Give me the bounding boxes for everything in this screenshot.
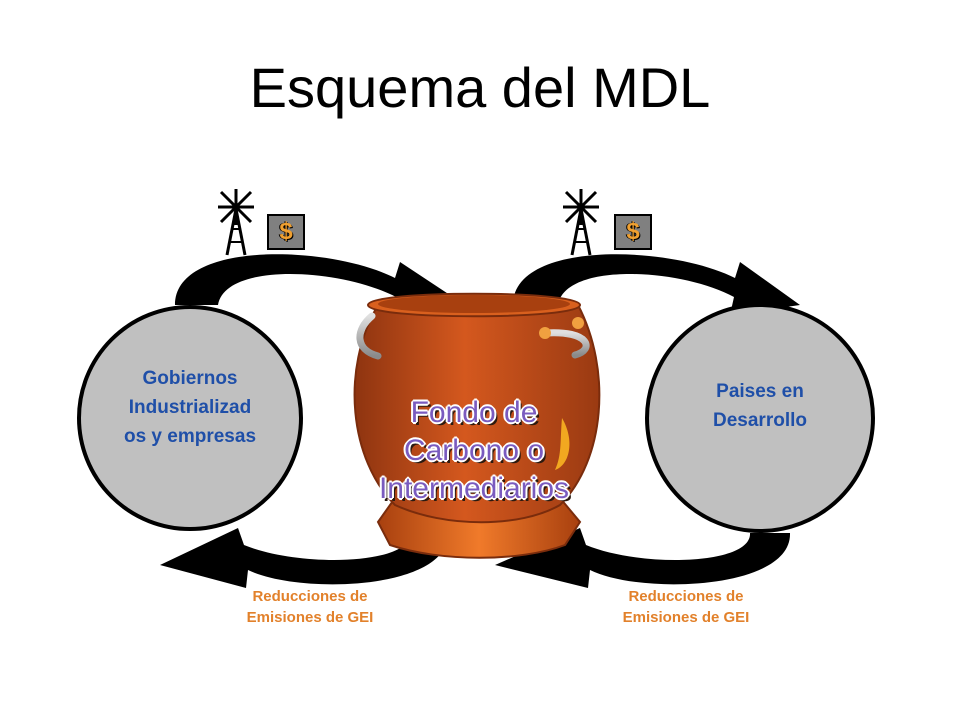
developing-label-line: Paises en [716, 381, 804, 402]
fund-label-line: Fondo de [410, 396, 538, 429]
page-title: Esquema del MDL [249, 56, 711, 119]
industrialized-circle [77, 305, 303, 531]
industrialized-label-line: Industrializad [128, 397, 252, 418]
industrialized-label: Gobiernos Industrializad os y empresas [95, 364, 285, 451]
reductions-label-line: Reducciones de [628, 588, 744, 605]
reductions-label-line: Emisiones de GEI [622, 609, 750, 626]
industrialized-label-line: Gobiernos [142, 368, 238, 389]
cycle-arrow-icon [160, 254, 465, 588]
reductions-label-left: Reducciones de Emisiones de GEI [220, 586, 400, 628]
developing-circle [645, 303, 875, 533]
pot-icon [353, 292, 601, 559]
dollar-icon: $ [267, 214, 305, 250]
windmill-icon [218, 189, 254, 256]
dollar-symbol: $ [626, 218, 640, 245]
reductions-label-line: Reducciones de [252, 588, 368, 605]
fund-label-line: Carbono o [403, 434, 545, 467]
fund-label-line: Intermediarios [378, 472, 570, 505]
dollar-icon: $ [614, 214, 652, 250]
industrialized-label-line: os y empresas [123, 426, 257, 447]
cycle-arrow-icon [495, 254, 800, 588]
reductions-label-line: Emisiones de GEI [246, 609, 374, 626]
windmill-icon [563, 189, 599, 256]
reductions-label-right: Reducciones de Emisiones de GEI [596, 586, 776, 628]
developing-label-line: Desarrollo [713, 410, 807, 431]
fund-label: Fondo de Carbono o Intermediarios [350, 394, 598, 508]
developing-label: Paises en Desarrollo [665, 377, 855, 435]
dollar-symbol: $ [279, 218, 293, 245]
